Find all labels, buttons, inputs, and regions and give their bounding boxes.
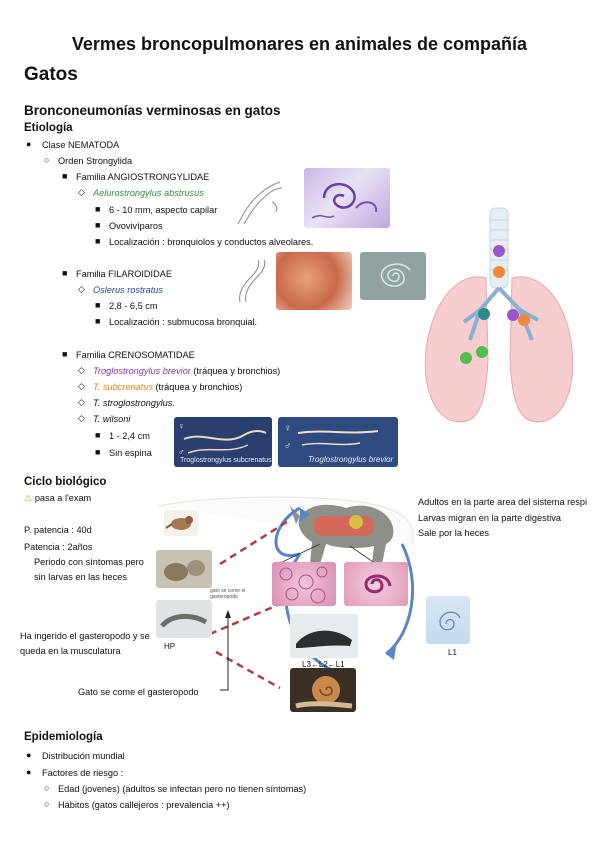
bullet-dot: ● <box>26 767 32 777</box>
oslerus-larva-image <box>360 252 426 300</box>
ppatencia-text: P. patencia : 40d <box>24 525 92 535</box>
l3-label: L3←L2←L1 <box>302 660 345 669</box>
bullet-diamond: ◇ <box>78 413 85 423</box>
fam1-species: Aelurostrongylus abstrusus <box>93 188 204 198</box>
orden-text: Orden Strongylida <box>58 156 133 166</box>
patencia-text: Patencia : 2años <box>24 542 93 552</box>
histology-image-1 <box>272 562 336 606</box>
worm-sketch-image <box>239 259 266 303</box>
epi-item: Factores de riesgo : <box>42 768 124 778</box>
male-symbol: ♂ <box>178 447 185 457</box>
bullet-square: ■ <box>62 171 68 181</box>
brevior-caption: Troglostrongylus brevior <box>308 455 394 464</box>
gasteropodo-text: Ha ingerido el gasteropodo y se <box>20 631 150 641</box>
section-heading-gatos: Gatos <box>24 64 78 85</box>
epi-sub-item: Hábitos (gatos callejeros : prevalencia … <box>58 800 230 810</box>
hp-label: HP <box>164 642 176 651</box>
gato-come-text: Gato se come el gasteropodo <box>78 687 199 697</box>
epi-item: Distribución mundial <box>42 751 125 761</box>
snail-image <box>290 668 356 712</box>
troglostrongylus-brevior-image: ♀ ♂ Troglostrongylus brevior <box>278 417 398 467</box>
bullet-diamond: ◇ <box>78 365 85 375</box>
fam3-sp2: T. subcrenatus <box>93 382 153 392</box>
bullet-diamond: ◇ <box>78 397 85 407</box>
periodo-text: sin larvas en las heces <box>34 572 127 582</box>
gasteropodo-text: queda en la musculatura <box>20 646 121 656</box>
histology-image-2 <box>344 562 408 606</box>
fam2-item: 2,8 - 6,5 cm <box>109 301 158 311</box>
life-cycle-diagram: HP gato se come el gasteropodo L1 L3←L2←… <box>150 484 470 714</box>
bullet-diamond: ◇ <box>78 284 85 294</box>
bullet-square: ■ <box>62 349 68 359</box>
bullet-square: ■ <box>95 300 101 310</box>
bullet-square: ■ <box>62 268 68 278</box>
clase-text: Clase NEMATODA <box>42 140 120 150</box>
aelurostrongylus-micro-image <box>304 168 390 228</box>
document-title: Vermes broncopulmonares en animales de c… <box>71 34 528 54</box>
adultos-text: Sale por la heces <box>418 528 489 538</box>
l1-larva-image <box>426 596 470 644</box>
bullet-circle: ○ <box>44 155 50 165</box>
lungs-illustration <box>424 207 574 423</box>
troglostrongylus-subcrenatus-image: ♀ ♂ Troglostrongylus subcrenatus <box>174 417 272 467</box>
female-symbol: ♀ <box>284 423 292 434</box>
male-symbol: ♂ <box>284 441 292 452</box>
fam1-item: Localización : bronquiolos y conductos a… <box>109 237 314 247</box>
oslerus-tissue-image <box>276 252 352 310</box>
adultos-text: Adultos en la parte area del sistema res… <box>418 497 588 507</box>
fam3-sp4: T. wilsoni <box>93 414 131 424</box>
bullet-circle: ○ <box>44 799 50 809</box>
bullet-circle: ○ <box>44 783 50 793</box>
slug-image <box>290 614 358 658</box>
fam3-item: Sin espina <box>109 448 152 458</box>
etiologia-heading: Etiología <box>24 122 73 134</box>
warning-icon: ⚠ <box>24 493 33 503</box>
fam1-label: Familia ANGIOSTRONGYLIDAE <box>76 172 210 182</box>
worm-sketch-image <box>237 181 283 225</box>
epidemiologia-heading: Epidemiología <box>24 731 103 743</box>
bullet-square: ■ <box>95 430 101 440</box>
fam3-item: 1 - 2,4 cm <box>109 431 150 441</box>
fam1-item: Ovovivíparos <box>109 221 163 231</box>
epi-sub-item: Edad (jovenes) (adultos se infectan pero… <box>58 784 307 794</box>
bird-image <box>164 510 198 536</box>
warning-text: pasa a l'exam <box>34 493 92 503</box>
fam2-item: Localización : submucosa bronquial. <box>109 317 258 327</box>
ciclo-heading: Ciclo biológico <box>24 476 107 488</box>
female-symbol: ♀ <box>178 421 185 431</box>
bullet-diamond: ◇ <box>78 187 85 197</box>
fam3-sp2-line: T. subcrenatus (tráquea y bronchios) <box>93 381 242 393</box>
bullet-square: ■ <box>95 316 101 326</box>
l1-label: L1 <box>448 648 457 657</box>
bullet-square: ■ <box>95 204 101 214</box>
bullet-square: ■ <box>95 236 101 246</box>
subcrenatus-caption: Troglostrongylus subcrenatus <box>180 457 272 464</box>
warning-line: ⚠ pasa a l'exam <box>24 492 91 504</box>
fam3-sp1-line: Troglostrongylus brevior (tráquea y bron… <box>93 365 280 377</box>
fam1-item: 6 - 10 mm, aspecto capilar <box>109 205 218 215</box>
paratenic-host-image <box>156 600 212 638</box>
fam2-species: Oslerus rostratus <box>93 285 163 295</box>
subsection-heading: Bronconeumonías verminosas en gatos <box>24 103 281 118</box>
fam3-sp1-note: (tráquea y bronchios) <box>190 366 281 376</box>
small-note: gato se come el gasteropodo <box>210 588 246 600</box>
rodents-image <box>156 550 212 588</box>
fam2-label: Familia FILAROIDIDAE <box>76 269 172 279</box>
fam3-sp3: T. stroglostrongylus. <box>93 398 175 408</box>
periodo-text: Periodo con síntomas pero <box>34 557 144 567</box>
adultos-text: Larvas migran en la parte digestiva <box>418 513 561 523</box>
bullet-dot: ● <box>26 139 32 149</box>
bullet-square: ■ <box>95 447 101 457</box>
fam3-sp1: Troglostrongylus brevior <box>93 366 191 376</box>
fam3-label: Familia CRENOSOMATIDAE <box>76 350 195 360</box>
bullet-square: ■ <box>95 220 101 230</box>
bullet-diamond: ◇ <box>78 381 85 391</box>
bullet-dot: ● <box>26 750 32 760</box>
fam3-sp2-note: (tráquea y bronchios) <box>152 382 243 392</box>
